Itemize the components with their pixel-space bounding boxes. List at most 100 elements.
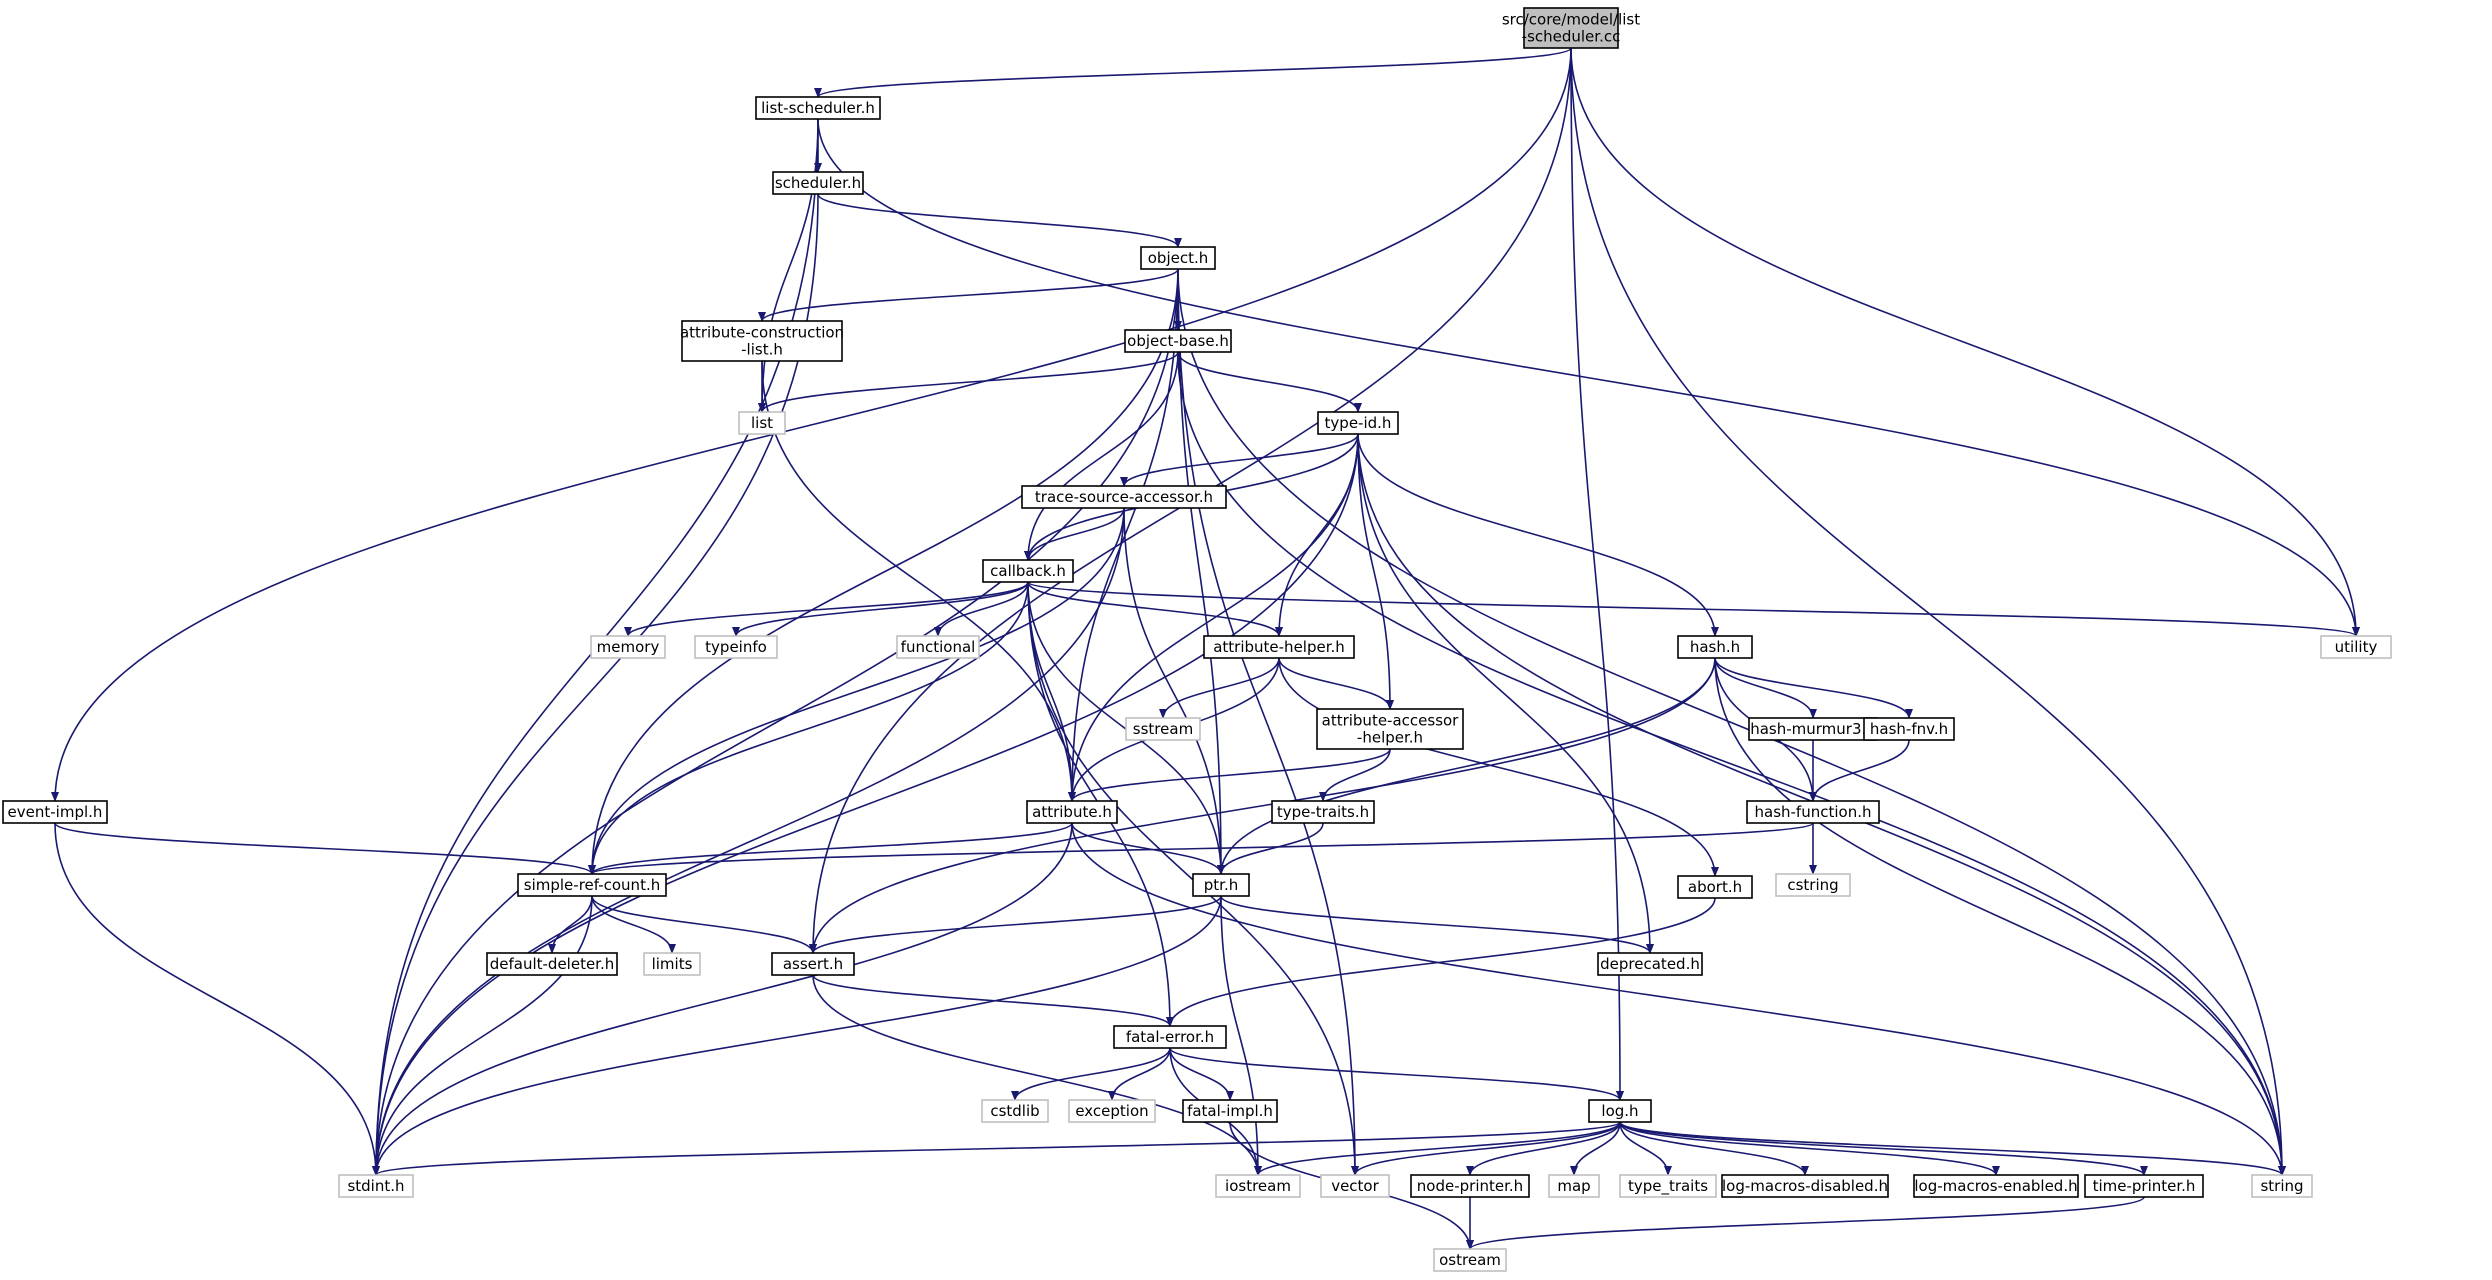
node-box-log[interactable] [1588, 1099, 1652, 1123]
node-vector: vector [1320, 1174, 1390, 1198]
node-box-fatal_impl[interactable] [1182, 1099, 1278, 1123]
node-hash_murmur[interactable]: hash-murmur3.h [1748, 717, 1878, 741]
node-assert[interactable]: assert.h [771, 952, 855, 976]
node-box-hash[interactable] [1677, 635, 1753, 659]
node-trace_src[interactable]: trace-source-accessor.h [1021, 485, 1227, 509]
node-hash_fnv[interactable]: hash-fnv.h [1863, 717, 1955, 741]
node-root[interactable]: src/core/model/list-scheduler.cc [1502, 7, 1640, 49]
node-box-root[interactable] [1523, 7, 1619, 49]
node-attr_helper[interactable]: attribute-helper.h [1203, 635, 1355, 659]
edge-list_sched-to-list [758, 118, 819, 413]
node-log_en[interactable]: log-macros-enabled.h [1913, 1174, 2079, 1198]
edge-fatal_error-to-cstdlib [1011, 1047, 1171, 1101]
node-fatal_impl[interactable]: fatal-impl.h [1182, 1099, 1278, 1123]
node-callback[interactable]: callback.h [982, 559, 1074, 583]
node-memory: memory [590, 635, 666, 659]
edge-event_impl-to-stdint [54, 822, 380, 1176]
edge-object-to-vector [1177, 268, 1359, 1176]
node-label-root-0: src/core/model/list [1502, 11, 1640, 29]
node-box-iostream [1215, 1174, 1301, 1198]
edge-callback-to-simple_ref [588, 581, 1029, 875]
node-box-trace_src[interactable] [1021, 485, 1227, 509]
node-default_deleter[interactable]: default-deleter.h [486, 952, 618, 976]
node-attribute[interactable]: attribute.h [1026, 800, 1118, 824]
node-fatal_error[interactable]: fatal-error.h [1113, 1025, 1227, 1049]
edge-simple_ref-to-assert [591, 895, 817, 954]
node-label-simple_ref-0: simple-ref-count.h [524, 876, 660, 894]
node-type_id[interactable]: type-id.h [1317, 411, 1399, 435]
node-type_traits_h[interactable]: type-traits.h [1271, 800, 1375, 824]
edge-hash-to-string [1714, 657, 2286, 1176]
edge-hash-to-hash_murmur [1714, 657, 1817, 719]
node-label-functional-0: functional [901, 638, 976, 656]
node-simple_ref[interactable]: simple-ref-count.h [517, 873, 667, 897]
node-event_impl[interactable]: event-impl.h [2, 800, 108, 824]
node-log[interactable]: log.h [1588, 1099, 1652, 1123]
node-box-hash_fnv[interactable] [1863, 717, 1955, 741]
node-list_sched[interactable]: list-scheduler.h [755, 96, 881, 120]
node-box-callback[interactable] [982, 559, 1074, 583]
node-box-list [738, 411, 786, 435]
node-label-fatal_error-0: fatal-error.h [1126, 1028, 1214, 1046]
node-ptr[interactable]: ptr.h [1192, 873, 1250, 897]
node-box-fatal_error[interactable] [1113, 1025, 1227, 1049]
node-attr_constr[interactable]: attribute-construction-list.h [680, 320, 844, 362]
node-hash_function[interactable]: hash-function.h [1746, 800, 1880, 824]
edge-hash-to-assert [809, 657, 1716, 954]
node-box-scheduler[interactable] [772, 171, 864, 195]
node-box-hash_function[interactable] [1746, 800, 1880, 824]
node-box-attr_constr[interactable] [681, 320, 843, 362]
node-box-default_deleter[interactable] [486, 952, 618, 976]
node-box-log_en[interactable] [1913, 1174, 2079, 1198]
node-box-attr_acc[interactable] [1316, 708, 1464, 750]
node-box-deprecated[interactable] [1597, 952, 1703, 976]
node-label-default_deleter-0: default-deleter.h [490, 955, 615, 973]
edge-callback-to-vector [1027, 581, 1359, 1176]
node-box-object_base[interactable] [1124, 329, 1232, 353]
node-box-attribute[interactable] [1026, 800, 1118, 824]
edge-type_id-to-attr_acc [1357, 433, 1394, 710]
node-cstring: cstring [1775, 873, 1851, 897]
node-attr_acc[interactable]: attribute-accessor-helper.h [1316, 708, 1464, 750]
node-box-log_dis[interactable] [1721, 1174, 1889, 1198]
edge-attribute-to-stdint [372, 822, 1073, 1176]
node-box-attr_helper[interactable] [1203, 635, 1355, 659]
node-box-ptr[interactable] [1192, 873, 1250, 897]
edge-trace_src-to-stdint [372, 507, 1125, 1176]
node-scheduler[interactable]: scheduler.h [772, 171, 864, 195]
edge-object-to-stdint [372, 268, 1179, 1176]
node-node_printer[interactable]: node-printer.h [1410, 1174, 1530, 1198]
node-label-map-0: map [1557, 1177, 1590, 1195]
node-box-abort[interactable] [1677, 875, 1753, 899]
node-utility: utility [2320, 635, 2392, 659]
node-hash[interactable]: hash.h [1677, 635, 1753, 659]
edge-trace_src-to-callback [1024, 507, 1125, 561]
node-label-time_printer-0: time-printer.h [2093, 1177, 2196, 1195]
node-box-assert[interactable] [771, 952, 855, 976]
node-box-time_printer[interactable] [2084, 1174, 2204, 1198]
node-abort[interactable]: abort.h [1677, 875, 1753, 899]
node-label-list_sched-0: list-scheduler.h [761, 99, 875, 117]
node-box-memory [590, 635, 666, 659]
node-label-memory-0: memory [597, 638, 660, 656]
node-deprecated[interactable]: deprecated.h [1597, 952, 1703, 976]
node-box-object[interactable] [1140, 246, 1216, 270]
node-time_printer[interactable]: time-printer.h [2084, 1174, 2204, 1198]
node-box-ostream [1433, 1248, 1507, 1272]
node-box-type_traits_h[interactable] [1271, 800, 1375, 824]
node-label-object-0: object.h [1148, 249, 1209, 267]
node-object[interactable]: object.h [1140, 246, 1216, 270]
node-box-simple_ref[interactable] [517, 873, 667, 897]
node-label-hash_fnv-0: hash-fnv.h [1870, 720, 1948, 738]
edge-callback-to-attribute [1027, 581, 1076, 802]
edge-attr_helper-to-attr_acc [1278, 657, 1394, 710]
edge-type_id-to-stdint [372, 433, 1359, 1176]
node-box-list_sched[interactable] [755, 96, 881, 120]
node-box-type_id[interactable] [1317, 411, 1399, 435]
file-nodes: src/core/model/list-scheduler.cc list-sch… [2, 7, 2392, 1272]
node-box-event_impl[interactable] [2, 800, 108, 824]
node-box-node_printer[interactable] [1410, 1174, 1530, 1198]
node-object_base[interactable]: object-base.h [1124, 329, 1232, 353]
edge-object-to-attr_constr [758, 268, 1179, 322]
node-log_dis[interactable]: log-macros-disabled.h [1721, 1174, 1889, 1198]
